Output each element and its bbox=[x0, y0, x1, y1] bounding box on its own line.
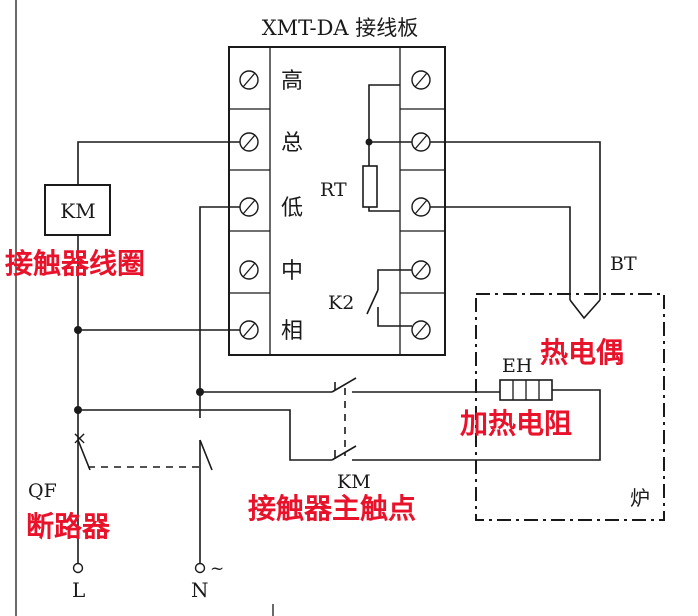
annotation-thermocouple: 热电偶 bbox=[540, 336, 624, 369]
x-mark: × bbox=[72, 428, 87, 449]
terminal-label-total: 总 bbox=[281, 131, 303, 156]
n-tilde: ~ bbox=[210, 559, 224, 579]
terminal-label-low: 低 bbox=[281, 196, 303, 221]
annotation-coil: 接触器线圈 bbox=[5, 247, 145, 280]
k2-label: K2 bbox=[328, 292, 354, 314]
terminal-board bbox=[228, 46, 446, 356]
n-label: N bbox=[191, 578, 209, 602]
qf-breaker bbox=[77, 439, 213, 471]
eh-label: EH bbox=[502, 355, 532, 377]
rt-resistor bbox=[362, 84, 412, 212]
thermocouple-bt bbox=[569, 299, 601, 320]
terminal-label-mid: 中 bbox=[281, 259, 303, 284]
k2-switch bbox=[366, 269, 412, 327]
km-coil-box bbox=[44, 184, 111, 236]
furnace-label: 炉 bbox=[630, 486, 650, 510]
annotation-main-contact: 接触器主触点 bbox=[248, 492, 416, 525]
left-terminal-screws bbox=[239, 70, 259, 340]
rt-label: RT bbox=[320, 179, 347, 201]
terminal-label-phase: 相 bbox=[281, 319, 303, 344]
km-contact-label: KM bbox=[337, 471, 371, 493]
junction-dots bbox=[74, 326, 204, 414]
heater-eh bbox=[499, 379, 553, 401]
bt-label: BT bbox=[610, 253, 637, 275]
board-title: XMT-DA 接线板 bbox=[262, 16, 419, 40]
qf-label: QF bbox=[28, 480, 57, 502]
annotation-breaker: 断路器 bbox=[26, 510, 111, 543]
n-terminal bbox=[194, 562, 206, 574]
km-main-contacts bbox=[331, 377, 357, 461]
annotation-heater: 加热电阻 bbox=[460, 407, 572, 440]
l-label: L bbox=[72, 578, 85, 602]
furnace-enclosure bbox=[475, 293, 665, 521]
km-coil-label: KM bbox=[60, 199, 95, 223]
right-terminal-screws bbox=[411, 70, 431, 340]
terminal-label-high: 高 bbox=[281, 69, 303, 94]
l-terminal bbox=[72, 562, 84, 574]
